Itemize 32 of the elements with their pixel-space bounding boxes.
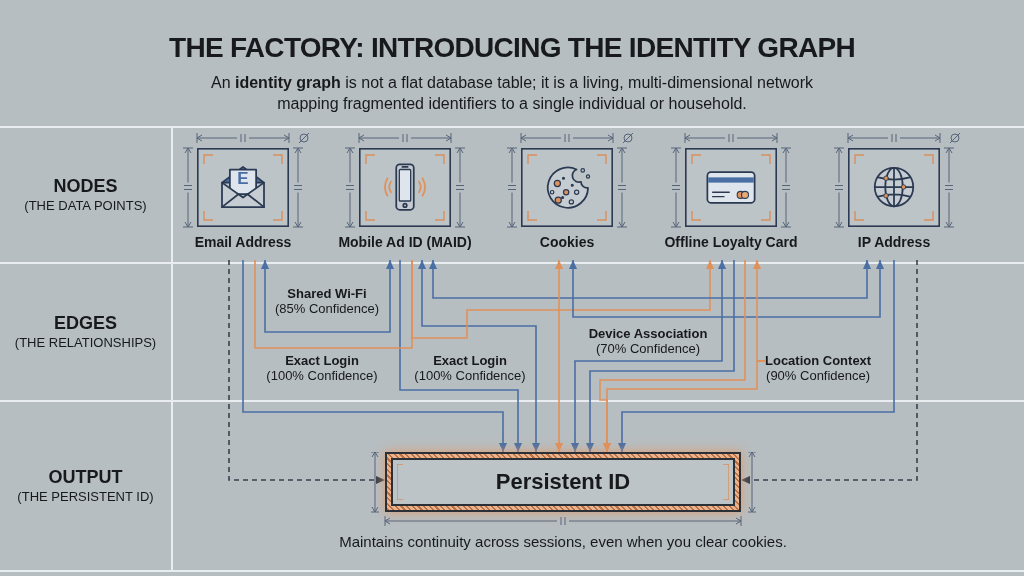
envelope-letter: E (237, 169, 249, 187)
double-arrow (417, 259, 541, 453)
row-subheading: (THE PERSISTENT ID) (17, 487, 154, 505)
title: THE FACTORY: INTRODUCING THE IDENTITY GRAPH (168, 32, 856, 64)
output-box (385, 452, 741, 512)
row-subheading: (THE DATA POINTS) (24, 196, 147, 214)
edge-label: Exact Login (100% Confidence) (414, 353, 526, 383)
arrow (399, 259, 523, 453)
double-arrow (554, 259, 564, 453)
node-label: Mobile Ad ID (MAID) (338, 233, 472, 251)
node-caption: Maintains continuity across sessions, even when you clear cookies. (339, 532, 787, 552)
edge-label: Shared Wi-Fi (85% Confidence) (274, 286, 380, 316)
node-label: Persistent ID (495, 469, 631, 495)
edge-label: Location Context (90% Confidence) (765, 353, 872, 383)
row-subheading: (THE RELATIONSHIPS) (14, 333, 157, 351)
subtitle: An identity graph is not a flat database table; it is a living, multi-dimensional network mapping fragmented identifiers to a single individual or household. (210, 73, 814, 114)
node-label: Offline Loyalty Card (664, 233, 798, 251)
double-arrow (428, 259, 872, 299)
edge-label: Exact Login (100% Confidence) (266, 353, 378, 383)
arrow (617, 259, 895, 453)
row-heading: EDGES (54, 311, 117, 334)
row-heading: OUTPUT (48, 465, 123, 488)
arrow (242, 259, 508, 453)
arrow (411, 259, 715, 339)
connector-line (254, 259, 413, 349)
row-heading: NODES (53, 174, 118, 197)
node-label: IP Address (857, 233, 931, 251)
dashed-arrow (740, 259, 918, 485)
node-label: Cookies (539, 233, 595, 251)
node-label: Email Address (194, 233, 292, 251)
double-arrow (260, 259, 395, 333)
dashed-arrow (228, 259, 386, 485)
